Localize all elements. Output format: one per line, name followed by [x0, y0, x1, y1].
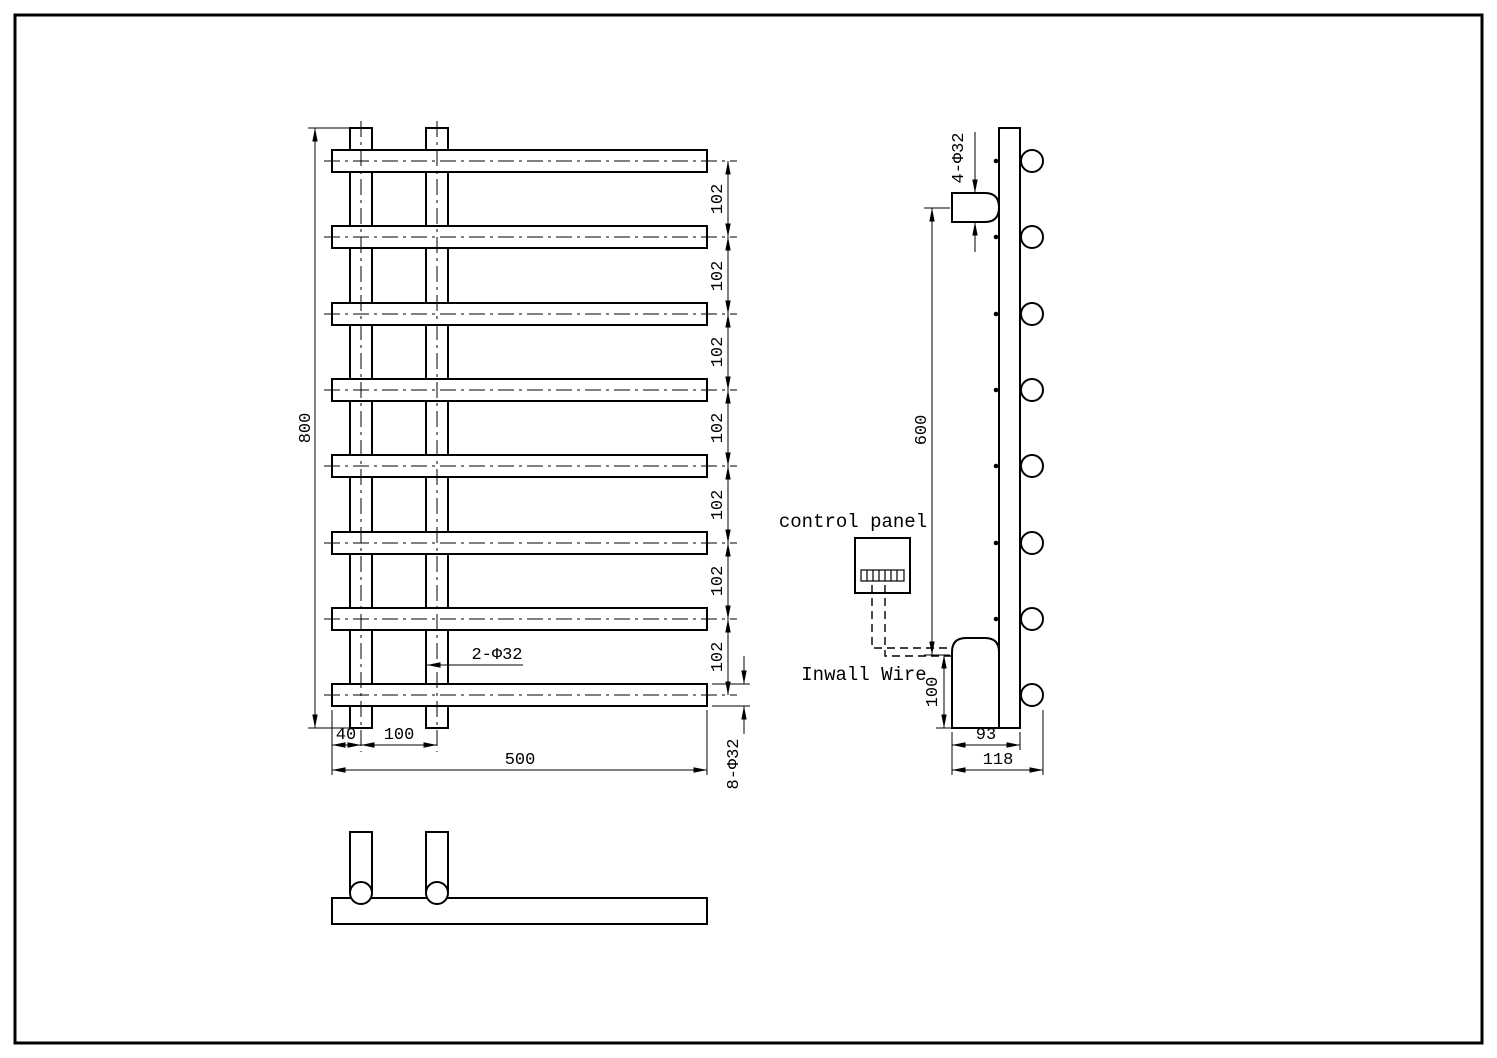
- bar-end: [1020, 225, 1044, 249]
- post-section-left: [349, 881, 373, 905]
- bar-end: [1020, 378, 1044, 402]
- dim-bar-spacing: 102 102 102 102 102 102 102: [709, 161, 731, 695]
- wire-line: [871, 585, 952, 649]
- post-section-right: [425, 881, 449, 905]
- inwall-wire-label: Inwall Wire: [801, 664, 926, 686]
- dim-500-label: 500: [505, 751, 536, 770]
- label-bar-diameter: 8-Φ32: [725, 738, 744, 789]
- control-panel-label: control panel: [779, 511, 927, 533]
- bottom-bracket: [951, 637, 1000, 729]
- dim-600-label: 600: [913, 415, 932, 446]
- dim-93-label: 93: [976, 726, 996, 745]
- bar-end: [1020, 454, 1044, 478]
- dim-800-label: 800: [297, 413, 316, 444]
- wire-line: [884, 585, 952, 657]
- dim-100-side-label: 100: [924, 677, 943, 708]
- dim-118-label: 118: [983, 751, 1014, 770]
- top-view: [331, 831, 708, 925]
- dim-102-label: 102: [709, 184, 728, 215]
- inwall-wire: Inwall Wire: [801, 585, 952, 686]
- centerlines: [324, 121, 737, 752]
- label-post-diameter: 2-Φ32: [471, 646, 522, 665]
- dim-100-label: 100: [384, 726, 415, 745]
- dim-bracket-diameter: 4-Φ32: [950, 132, 978, 252]
- side-view: 4-Φ32 600 100 93 118 cont: [779, 127, 1044, 775]
- bar-end: [1020, 149, 1044, 173]
- dim-bar-diameter: 8-Φ32: [712, 656, 750, 790]
- bar-end: [1020, 302, 1044, 326]
- bar-end: [1020, 607, 1044, 631]
- leader-post-diameter: 2-Φ32: [427, 646, 523, 668]
- bar-end-circles: [1020, 149, 1044, 707]
- dim-bottom-widths: 40 100 500: [331, 710, 708, 775]
- dim-bracket-span: 600: [913, 207, 950, 656]
- dim-102-label: 102: [709, 337, 728, 368]
- bar-end: [1020, 531, 1044, 555]
- control-panel-display: [860, 569, 905, 582]
- bar-end: [1020, 683, 1044, 707]
- dim-bottom-offset: 100: [924, 655, 952, 729]
- control-panel-terminals: [866, 570, 898, 581]
- control-panel-box: [854, 537, 911, 594]
- dim-102-label: 102: [709, 490, 728, 521]
- plate-dots: [993, 158, 999, 698]
- wall-plate: [998, 127, 1021, 729]
- dim-102-label: 102: [709, 413, 728, 444]
- dim-102-label: 102: [709, 261, 728, 292]
- label-bracket-diameter: 4-Φ32: [950, 132, 969, 183]
- dim-overall-height: 800: [297, 127, 350, 729]
- top-bracket: [951, 192, 1001, 223]
- control-panel: control panel: [779, 511, 927, 594]
- dim-102-label: 102: [709, 642, 728, 673]
- dim-depths: 93 118: [951, 710, 1044, 775]
- dim-40-label: 40: [336, 726, 356, 745]
- front-view: 800 102 102 102 102 102 102 102 40: [297, 121, 750, 790]
- dim-102-label: 102: [709, 566, 728, 597]
- bar-top-view: [331, 897, 708, 925]
- page-border: [13, 13, 1484, 1045]
